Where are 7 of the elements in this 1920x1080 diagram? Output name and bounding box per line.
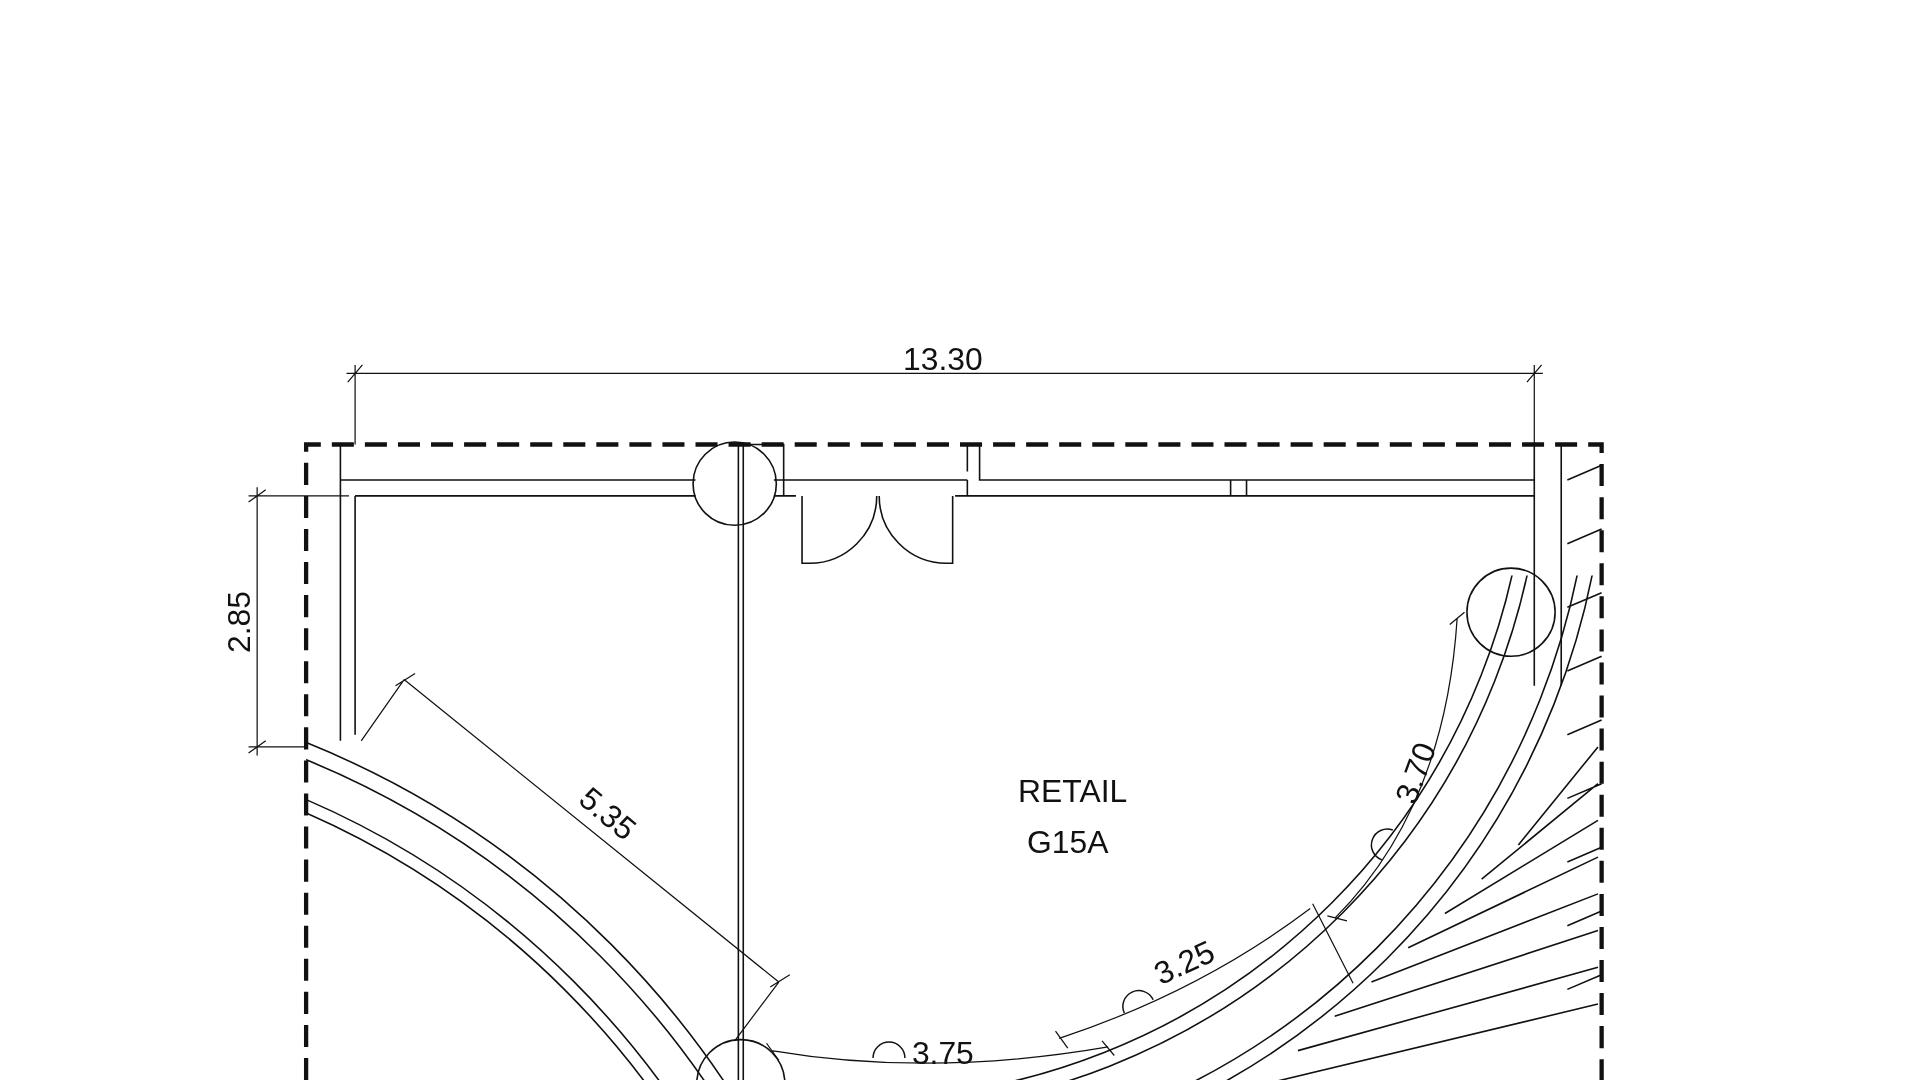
dimension-label: 3.70: [1388, 737, 1444, 809]
dimension-label: 3.25: [1148, 933, 1220, 992]
room-label: RETAIL G15A: [1018, 773, 1128, 861]
dimension-label: 2.85: [220, 591, 257, 653]
dimension-label: 3.75: [911, 1034, 974, 1071]
dimension-label: 13.30: [903, 340, 983, 377]
dimension-label: 5.35: [572, 779, 644, 848]
